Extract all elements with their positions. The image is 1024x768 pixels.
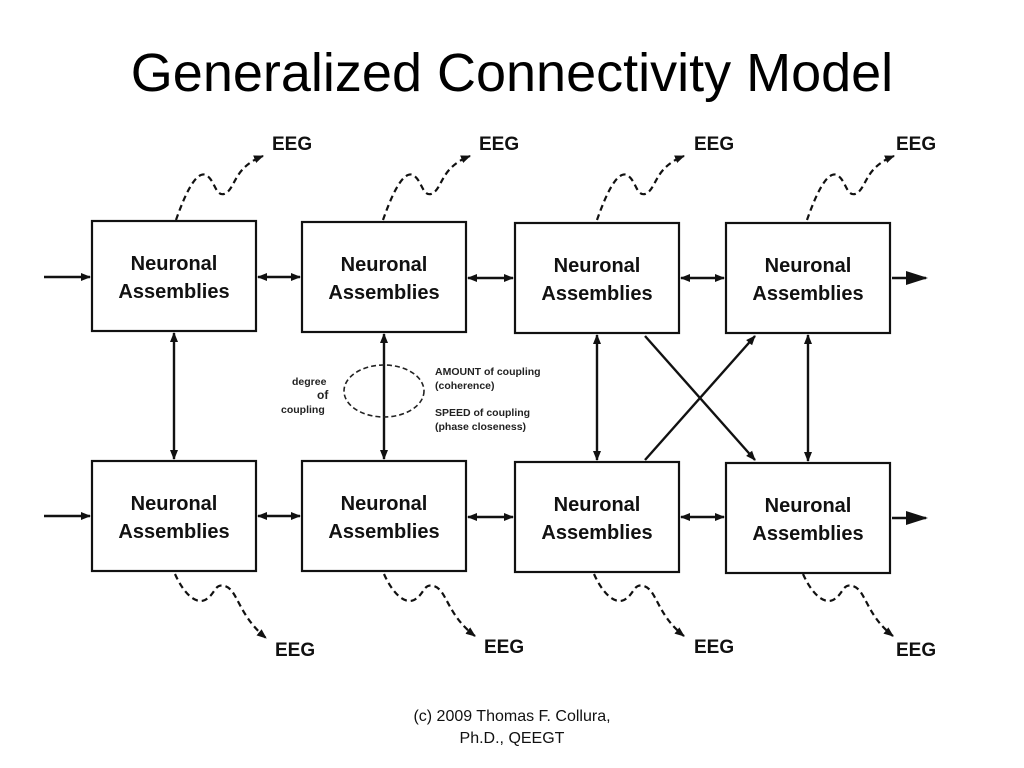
eeg-signal-arrow (592, 573, 685, 637)
eeg-label: EEG (896, 134, 936, 155)
assembly-box-top-2: Neuronal Assemblies (300, 220, 468, 334)
assembly-box-top-3: Neuronal Assemblies (513, 221, 681, 335)
coupling-ellipse (343, 364, 425, 418)
eeg-label: EEG (275, 640, 315, 661)
eeg-label: EEG (479, 134, 519, 155)
box-label-line1: Neuronal (341, 493, 428, 515)
eeg-signals-top (174, 154, 895, 221)
box-label-line1: Neuronal (341, 254, 428, 276)
coupling-legend: degree of coupling AMOUNT of coupling (c… (281, 364, 541, 433)
box-label-line2: Assemblies (541, 522, 652, 544)
box-label-line2: Assemblies (118, 521, 229, 543)
assembly-box-top-4: Neuronal Assemblies (724, 221, 892, 335)
eeg-label: EEG (694, 637, 734, 658)
box-label-line2: Assemblies (541, 283, 652, 305)
box-label-line1: Neuronal (554, 494, 641, 516)
footer-line1: (c) 2009 Thomas F. Collura, (413, 708, 611, 725)
eeg-signal-arrow (801, 573, 894, 637)
legend-coupling: coupling (281, 404, 325, 416)
box-label-line1: Neuronal (765, 255, 852, 277)
assembly-box-bottom-4: Neuronal Assemblies (724, 461, 892, 575)
legend-of: of (317, 388, 329, 402)
assembly-box-bottom-1: Neuronal Assemblies (90, 459, 258, 573)
box-label-line1: Neuronal (554, 255, 641, 277)
assembly-box-bottom-2: Neuronal Assemblies (300, 459, 468, 573)
eeg-signal-arrow (382, 573, 476, 637)
assembly-boxes: Neuronal Assemblies Neuronal Assemblies … (90, 219, 892, 575)
legend-amount-line2: (coherence) (435, 380, 495, 392)
slide-title: Generalized Connectivity Model (130, 43, 894, 103)
eeg-signal-arrow (595, 154, 685, 221)
box-label-line1: Neuronal (131, 253, 218, 275)
eeg-signal-arrow (381, 154, 471, 221)
box-label-line1: Neuronal (131, 493, 218, 515)
legend-speed-line2: (phase closeness) (435, 421, 526, 433)
box-label-line2: Assemblies (752, 283, 863, 305)
footer-line2: Ph.D., QEEGT (459, 730, 565, 747)
legend-speed-line1: SPEED of coupling (435, 407, 530, 419)
connections (44, 271, 928, 525)
box-label-line1: Neuronal (765, 495, 852, 517)
assembly-box-top-1: Neuronal Assemblies (90, 219, 258, 333)
eeg-labels: EEG EEG EEG EEG EEG EEG EEG EEG (272, 134, 936, 661)
eeg-signals-bottom (173, 573, 894, 639)
copyright-footer: (c) 2009 Thomas F. Collura, Ph.D., QEEGT (362, 706, 662, 750)
eeg-label: EEG (896, 640, 936, 661)
eeg-signal-arrow (173, 573, 267, 639)
link-diagonal-bottom3-top4 (644, 335, 756, 461)
box-label-line2: Assemblies (752, 523, 863, 545)
assembly-box-bottom-3: Neuronal Assemblies (513, 460, 681, 574)
box-label-line2: Assemblies (328, 282, 439, 304)
eeg-label: EEG (694, 134, 734, 155)
legend-amount-line1: AMOUNT of coupling (435, 366, 541, 378)
eeg-signal-arrow (805, 154, 895, 221)
eeg-label: EEG (272, 134, 312, 155)
eeg-label: EEG (484, 637, 524, 658)
legend-degree: degree (292, 376, 327, 388)
eeg-signal-arrow (174, 154, 264, 221)
box-label-line2: Assemblies (118, 281, 229, 303)
box-label-line2: Assemblies (328, 521, 439, 543)
